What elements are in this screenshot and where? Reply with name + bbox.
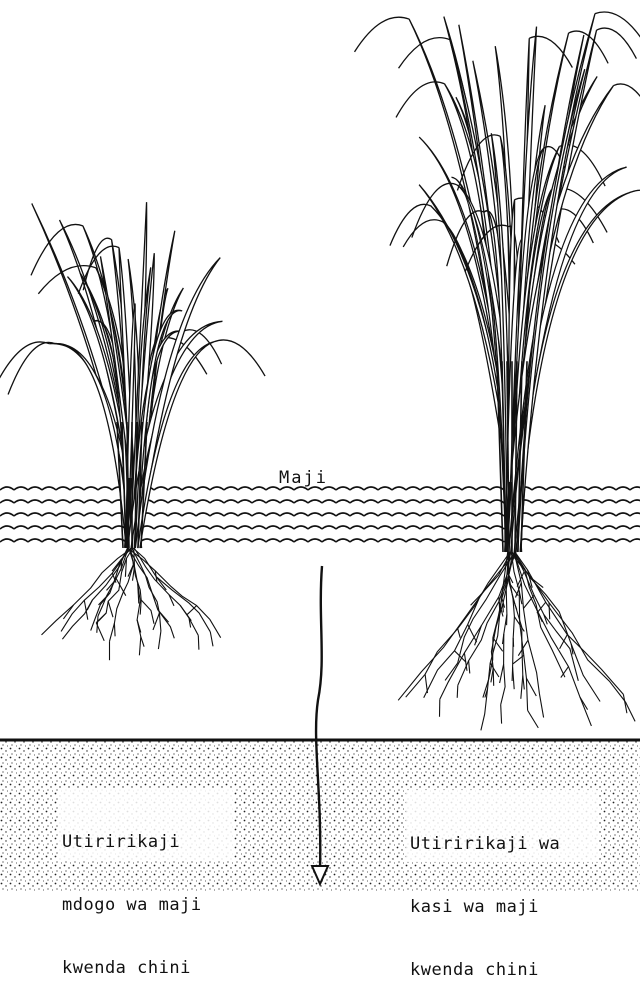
right-note-line-3: kwenda chini <box>410 960 560 981</box>
drooping-leaf <box>390 204 431 245</box>
drooping-leaf <box>31 224 83 275</box>
drooping-leaf <box>182 330 221 364</box>
left-rice-plant <box>0 202 265 548</box>
drooping-leaf <box>614 84 640 128</box>
right-rice-plant <box>355 12 640 552</box>
rice-water-diagram <box>0 0 640 891</box>
drooping-leaf <box>214 340 265 376</box>
drooping-leaf <box>355 17 410 52</box>
right-note-line-2: kasi wa maji <box>410 897 560 918</box>
left-note-line-1: Utiririkaji <box>62 832 202 853</box>
drooping-leaf <box>8 342 55 394</box>
right-note-line-1: Utiririkaji wa <box>410 834 560 855</box>
drooping-leaf <box>403 220 443 247</box>
right-roots <box>398 552 635 730</box>
drooping-leaf <box>631 190 640 224</box>
water-label: Maji <box>279 468 328 489</box>
left-note-line-3: kwenda chini <box>62 958 202 979</box>
water-waves <box>0 487 640 542</box>
left-roots <box>42 548 221 660</box>
left-note: Utiririkaji mdogo wa maji kwenda chini <box>62 790 202 1000</box>
right-note: Utiririkaji wa kasi wa maji kwenda chini <box>410 792 560 1002</box>
left-note-line-2: mdogo wa maji <box>62 895 202 916</box>
